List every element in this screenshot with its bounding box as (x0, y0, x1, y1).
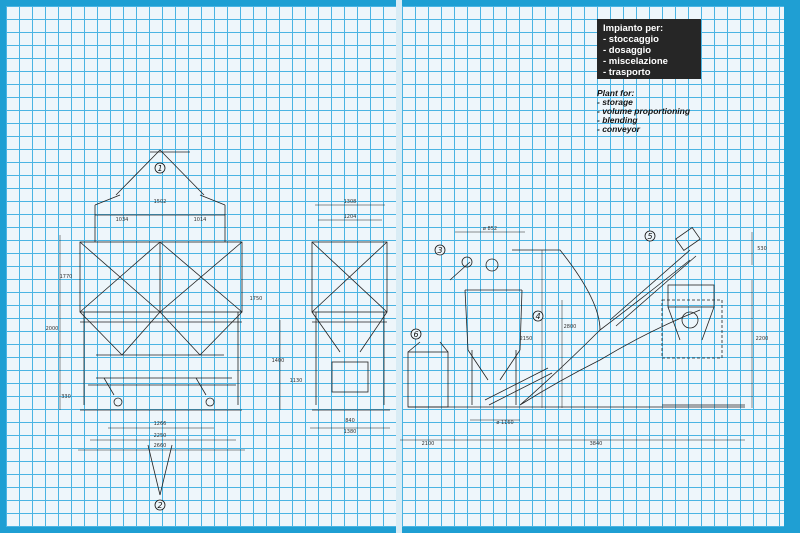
dim-right-height-right: 2200 (756, 336, 769, 342)
dim-left-half-a: 1034 (116, 217, 129, 223)
callout-4 (532, 310, 544, 322)
dim-left-height-b: 2000 (46, 326, 59, 332)
mid-silo-box (311, 241, 388, 313)
english-item: - conveyor (597, 124, 640, 134)
dim-mid-height-b: 1130 (290, 378, 303, 384)
callout-2 (154, 499, 166, 511)
english-item: - blending (597, 115, 638, 125)
callout-2-label: 2 (157, 501, 162, 510)
dim-right-diameter-top: ø 852 (483, 226, 497, 232)
italian-heading-title: Impianto per: (603, 23, 664, 34)
callout-1 (154, 162, 166, 174)
dim-left-height-right: 1750 (250, 296, 263, 302)
dim-mid-height-a: 1400 (272, 358, 285, 364)
callout-3 (434, 244, 446, 256)
english-item: - storage (597, 97, 633, 107)
dim-left-height-c: 330 (61, 394, 71, 400)
english-item: - volume proportioning (597, 106, 691, 116)
dim-right-bottom-a: 2100 (422, 441, 435, 447)
italian-item: - dosaggio (603, 45, 652, 56)
dim-left-bottom-total: 2660 (154, 443, 167, 449)
dim-right-height-b: 2800 (564, 324, 577, 330)
dim-left-height-a: 1770 (60, 274, 73, 280)
dim-right-height-a: 2150 (520, 336, 533, 342)
callout-5-label: 5 (647, 232, 652, 241)
english-heading: Plant for: - storage - volume proportion… (597, 89, 727, 134)
dim-mid-width-a: 1204 (344, 214, 357, 220)
dim-left-bottom-mid: 2250 (154, 433, 167, 439)
dim-right-diameter-bottom: ø 1160 (496, 420, 513, 426)
callout-6 (410, 328, 422, 340)
callout-3-label: 3 (437, 246, 442, 255)
italian-heading-box: Impianto per: - stoccaggio - dosaggio - … (597, 19, 701, 79)
italian-item: - miscelazione (603, 56, 668, 67)
page-fold (396, 0, 402, 533)
callout-6-label: 6 (413, 330, 418, 339)
dim-right-bottom-b: 3840 (590, 441, 603, 447)
left-page (6, 6, 396, 527)
callout-4-label: 4 (535, 312, 540, 321)
dim-left-half-b: 1014 (194, 217, 207, 223)
callout-5 (644, 230, 656, 242)
dim-right-top-small: 530 (757, 246, 767, 252)
dim-left-bottom-inner: 1266 (154, 421, 167, 427)
dim-mid-bottom-b: 1380 (344, 429, 357, 435)
silo-hopper-box (79, 241, 243, 313)
dim-left-width-top: 1502 (154, 199, 167, 205)
italian-item: - trasporto (603, 67, 651, 78)
dim-mid-width-top: 1308 (344, 199, 357, 205)
callout-1-label: 1 (157, 164, 162, 173)
english-heading-title: Plant for: (597, 88, 635, 98)
italian-item: - stoccaggio (603, 34, 659, 45)
dim-mid-bottom-a: 840 (345, 418, 355, 424)
